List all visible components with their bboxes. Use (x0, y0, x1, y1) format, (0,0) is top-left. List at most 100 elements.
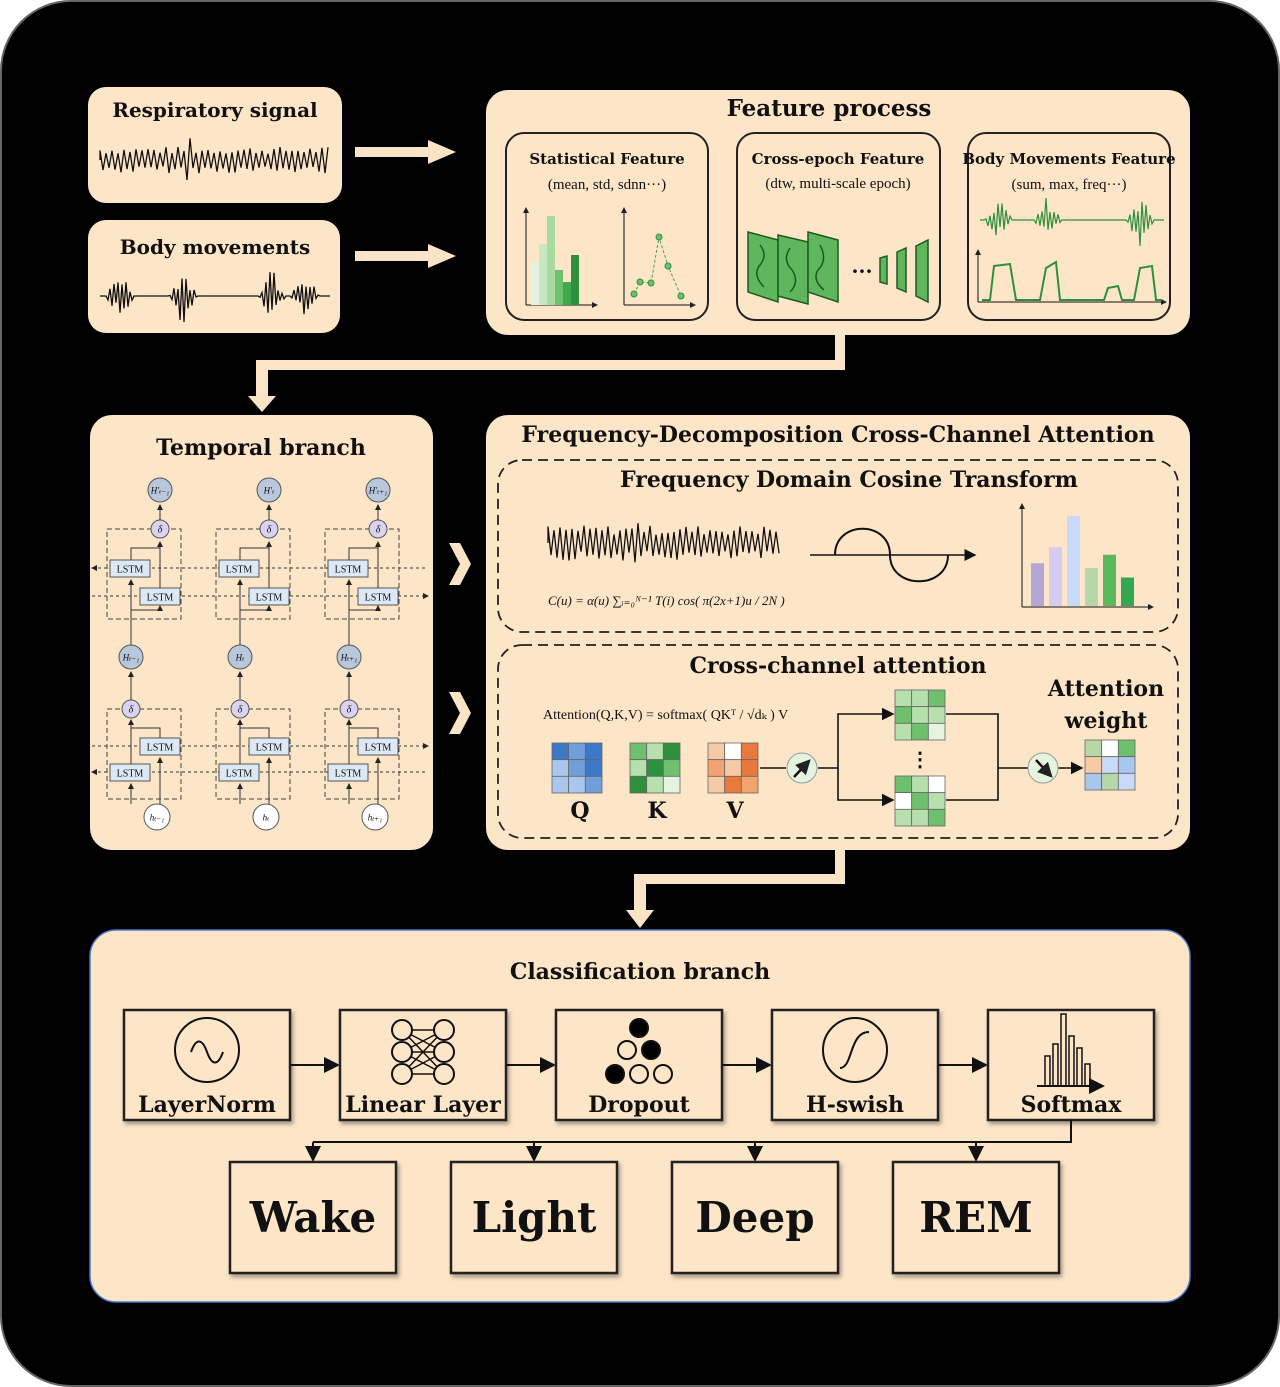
matrix-cell (740, 742, 759, 761)
fdct-title: Frequency Domain Cosine Transform (620, 467, 1078, 493)
lstm-label: LSTM (335, 565, 362, 576)
connection-line (349, 605, 381, 611)
layer-softmax: Softmax (986, 1008, 1156, 1122)
matrix-cell (911, 706, 929, 724)
matrix-cell (646, 775, 664, 794)
output-node-label: H'ₜ₊₁ (368, 486, 388, 496)
bar (1068, 1035, 1075, 1087)
chevron-right-icon (449, 692, 471, 734)
connection-line (131, 605, 163, 611)
matrix-cell (629, 742, 648, 761)
connection-line (239, 547, 269, 560)
bilstm-block (106, 528, 182, 620)
matrix-cell (911, 808, 929, 827)
bilstm-grid: LSTMLSTMδH'ₜ₋₁Hₜ₋₁δLSTMLSTMhₜ₋₁LSTMLSTMδ… (91, 477, 429, 831)
node (433, 1063, 455, 1085)
matrix-cell (724, 742, 742, 761)
matrix-cell (662, 759, 681, 777)
bilstm-block (106, 708, 182, 800)
input-arrows (355, 140, 456, 268)
chevron-right-icon (449, 543, 471, 585)
chevrons (449, 543, 471, 734)
respiratory-signal-label: Respiratory signal (112, 98, 318, 122)
branch-line (313, 1120, 1072, 1143)
connection-line (349, 727, 379, 738)
output-node (147, 477, 173, 503)
matrix-cell (629, 759, 648, 777)
bilstm-block (324, 708, 400, 800)
input-node (361, 803, 389, 831)
fdct-section: Frequency Domain Cosine Transform C(u) =… (497, 459, 1179, 633)
layer-label: H-swish (806, 1092, 904, 1118)
lstm-cell: LSTM (218, 763, 260, 782)
node (629, 1018, 649, 1038)
bilstm-block (215, 708, 291, 800)
matrix-cell (894, 792, 913, 810)
card-title: Statistical Feature (529, 150, 684, 168)
attention-flow-lines (760, 707, 1084, 807)
node (391, 1041, 413, 1063)
bilstm-block (215, 528, 291, 620)
matrix-cell (646, 759, 664, 777)
dropout-icon (605, 1018, 673, 1084)
lstm-box (248, 737, 290, 756)
layer-box (122, 1008, 292, 1122)
attention-weight-label: Attention (1047, 676, 1164, 702)
matrix-cell (551, 742, 570, 761)
connection-line (130, 547, 160, 560)
vertical-ellipsis: ⋮ (910, 747, 930, 771)
matrix-cell (894, 689, 913, 708)
fdct-input-waveform (547, 523, 780, 563)
layer-label: Linear Layer (345, 1092, 501, 1118)
spectrum-bar (1031, 563, 1044, 606)
matrix-cell (740, 775, 759, 794)
layer-h-swish: H-swish (770, 1008, 940, 1122)
lstm-box (109, 763, 151, 782)
histogram-icon (523, 207, 598, 308)
lstm-box (109, 559, 151, 578)
node (617, 1040, 637, 1060)
matrix-cell (927, 792, 946, 810)
hidden-node (336, 644, 362, 670)
fdca-panel: Frequency-Decomposition Cross-Channel At… (486, 415, 1190, 850)
delta-node-label: δ (129, 705, 134, 716)
matrix-cell (662, 742, 681, 761)
spectrum-bar (1085, 568, 1098, 606)
lstm-cell: LSTM (139, 737, 181, 756)
delta-node-label: δ (267, 525, 272, 536)
body-movement-waveform (980, 197, 1164, 247)
card-title: Body Movements Feature (962, 150, 1175, 168)
lstm-box (357, 737, 399, 756)
spectrum-bar (1103, 554, 1116, 606)
lstm-label: LSTM (147, 593, 174, 604)
matrix-cell (911, 722, 929, 741)
matrix-cell (894, 706, 913, 724)
matrix-cell (568, 742, 586, 761)
matrix-cell (894, 808, 913, 827)
lstm-label: LSTM (226, 565, 253, 576)
spectrum-chart (1019, 503, 1154, 610)
lstm-label: LSTM (117, 769, 144, 780)
lstm-cell: LSTM (139, 587, 181, 606)
lstm-box (327, 559, 369, 578)
q-label: Q (570, 798, 589, 824)
lstm-label: LSTM (335, 769, 362, 780)
lstm-cell: LSTM (327, 559, 369, 578)
hidden-node-label: Hₜ₋₁ (122, 653, 140, 663)
lstm-cell: LSTM (248, 587, 290, 606)
lstm-cell: LSTM (109, 559, 151, 578)
connection-line (240, 605, 272, 611)
matrix-cell (584, 742, 603, 761)
card-subtitle: (sum, max, freq···) (1012, 177, 1127, 193)
class-box (449, 1160, 619, 1275)
matrix-cell (911, 792, 929, 810)
layer-dropout: Dropout (554, 1008, 724, 1122)
cross-channel-attention-section: Cross-channel attention Attention(Q,K,V)… (497, 644, 1179, 839)
delta-node-label: δ (238, 705, 243, 716)
matrix-cell (1101, 739, 1119, 758)
matrix-cell (1117, 772, 1136, 791)
temporal-branch-panel: Temporal branch LSTMLSTMδH'ₜ₋₁Hₜ₋₁δLSTML… (90, 415, 433, 850)
node (391, 1019, 413, 1041)
v-matrix (707, 742, 759, 794)
